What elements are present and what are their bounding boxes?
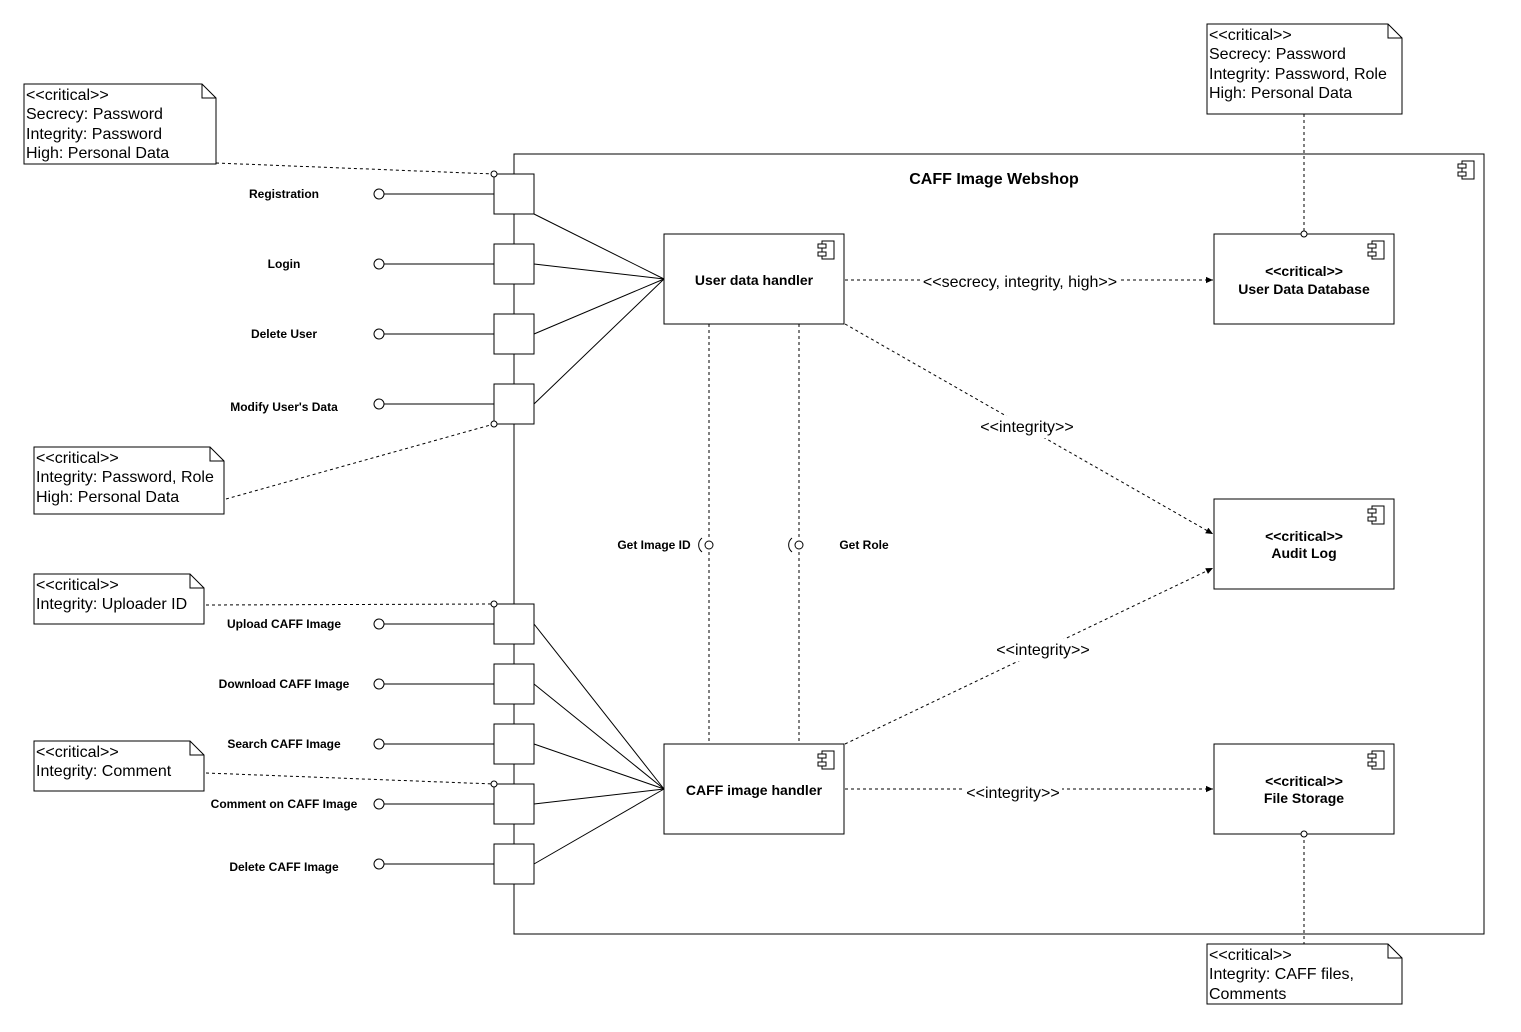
component-stereotype: <<critical>>: [1265, 528, 1343, 544]
note-line: Integrity: CAFF files,: [1209, 966, 1354, 983]
port-label: Delete CAFF Image: [229, 860, 339, 874]
note-line: Integrity: Password, Role: [1209, 66, 1387, 83]
user-port-connections: [533, 213, 665, 405]
note-line: High: Personal Data: [1209, 85, 1352, 102]
note-registration: <<critical>> Secrecy: Password Integrity…: [23, 83, 217, 165]
component-label: User data handler: [695, 272, 814, 288]
port-registration: Registration: [249, 173, 535, 215]
note-line: Integrity: Comment: [36, 763, 172, 780]
edge-label: <<integrity>>: [966, 785, 1059, 802]
note-line: High: Personal Data: [26, 145, 169, 162]
interface-label: Get Image ID: [617, 538, 691, 552]
note-line: Secrecy: Password: [1209, 46, 1346, 63]
component-caff-image-handler: CAFF image handler: [663, 743, 845, 835]
note-line: <<critical>>: [1209, 947, 1292, 964]
component-audit-log: <<critical>> Audit Log: [1213, 498, 1395, 590]
note-line: <<critical>>: [36, 744, 119, 761]
note-connectors: [205, 114, 1308, 944]
component-label: User Data Database: [1238, 281, 1370, 297]
note-line: Integrity: Uploader ID: [36, 596, 187, 613]
component-label: CAFF image handler: [686, 782, 823, 798]
note-modify-user: <<critical>> Integrity: Password, Role H…: [33, 446, 225, 515]
port-label: Delete User: [251, 327, 317, 341]
port-upload-caff: Upload CAFF Image: [227, 603, 535, 645]
note-line: Secrecy: Password: [26, 106, 163, 123]
note-upload-caff: <<critical>> Integrity: Uploader ID: [33, 573, 205, 625]
note-line: <<critical>>: [36, 450, 119, 467]
required-interface-get-role: Get Role: [788, 324, 889, 744]
edge-label-bg: [964, 782, 1062, 804]
edge-label-bg: [978, 416, 1076, 438]
required-interface-get-image-id: Get Image ID: [617, 324, 714, 744]
note-comment-caff: <<critical>> Integrity: Comment: [33, 740, 205, 792]
port-delete-user: Delete User: [251, 313, 535, 355]
port-label: Modify User's Data: [230, 400, 338, 414]
port-comment-caff: Comment on CAFF Image: [211, 783, 535, 825]
component-user-data-handler: User data handler: [663, 233, 845, 325]
edge-label: <<integrity>>: [980, 419, 1073, 436]
port-delete-caff: Delete CAFF Image: [229, 843, 535, 885]
port-modify-user: Modify User's Data: [230, 383, 535, 425]
component-user-data-database: <<critical>> User Data Database: [1213, 233, 1395, 325]
port-label: Search CAFF Image: [227, 737, 341, 751]
system-title: CAFF Image Webshop: [909, 171, 1079, 188]
note-line: <<critical>>: [36, 577, 119, 594]
port-search-caff: Search CAFF Image: [227, 723, 535, 765]
port-download-caff: Download CAFF Image: [219, 663, 535, 705]
edge-label: <<integrity>>: [996, 642, 1089, 659]
port-label: Upload CAFF Image: [227, 617, 341, 631]
edge-label-bg: [922, 270, 1118, 292]
edge-cih-to-audit: [844, 567, 1214, 745]
interface-label: Get Role: [839, 538, 889, 552]
note-line: <<critical>>: [1209, 27, 1292, 44]
caff-port-connections: [533, 623, 665, 865]
component-label: File Storage: [1264, 790, 1344, 806]
port-label: Download CAFF Image: [219, 677, 350, 691]
port-label: Login: [268, 257, 301, 271]
component-file-storage: <<critical>> File Storage: [1213, 743, 1395, 835]
component-stereotype: <<critical>>: [1265, 263, 1343, 279]
note-line: Integrity: Password, Role: [36, 469, 214, 486]
edge-label: <<secrecy, integrity, high>>: [923, 274, 1117, 291]
note-line: Integrity: Password: [26, 126, 162, 143]
port-login: Login: [268, 243, 535, 285]
port-label: Registration: [249, 187, 319, 201]
component-label: Audit Log: [1271, 545, 1336, 561]
note-user-db: <<critical>> Secrecy: Password Integrity…: [1206, 23, 1403, 115]
note-line: Comments: [1209, 986, 1286, 1003]
note-line: <<critical>>: [26, 87, 109, 104]
note-file-storage: <<critical>> Integrity: CAFF files, Comm…: [1206, 943, 1403, 1005]
note-line: High: Personal Data: [36, 489, 179, 506]
component-stereotype: <<critical>>: [1265, 773, 1343, 789]
port-label: Comment on CAFF Image: [211, 797, 358, 811]
edge-label-bg: [994, 639, 1092, 661]
